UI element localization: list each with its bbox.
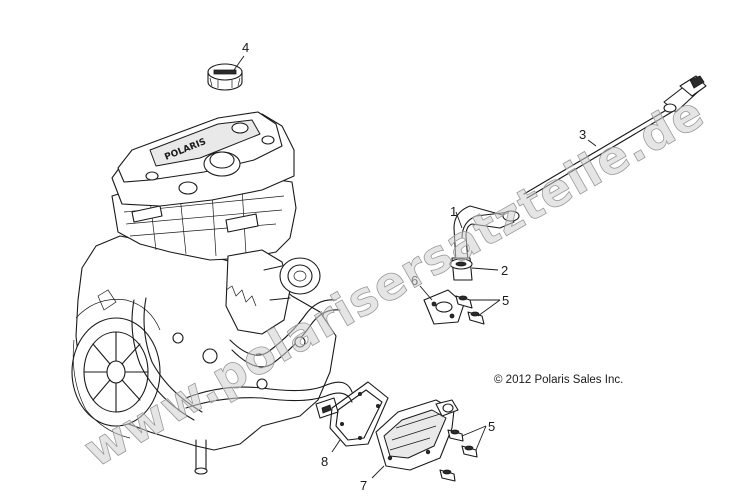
engine-assembly: POLARIS <box>71 111 353 475</box>
callout-5-upper: 5 <box>502 293 509 308</box>
bolts-upper <box>455 295 485 325</box>
callout-4: 4 <box>242 40 249 55</box>
callout-3: 3 <box>579 127 586 142</box>
callout-6: 6 <box>411 273 418 288</box>
callout-7: 7 <box>360 478 367 493</box>
flange-gasket <box>423 289 465 325</box>
callout-1: 1 <box>450 204 457 219</box>
callout-8: 8 <box>321 454 328 469</box>
cover-gasket <box>329 381 389 447</box>
callout-2: 2 <box>501 263 508 278</box>
hose-clamp <box>449 258 473 270</box>
copyright-notice: © 2012 Polaris Sales Inc. <box>494 374 623 386</box>
breather-cover <box>375 399 459 471</box>
bolts-lower <box>439 429 478 482</box>
leader-lines <box>233 55 597 479</box>
callout-5-lower: 5 <box>488 419 495 434</box>
oil-filler-cap <box>207 63 243 91</box>
dipstick <box>523 75 707 199</box>
callout-numbers: 4 3 1 2 6 5 5 8 7 <box>242 40 586 493</box>
